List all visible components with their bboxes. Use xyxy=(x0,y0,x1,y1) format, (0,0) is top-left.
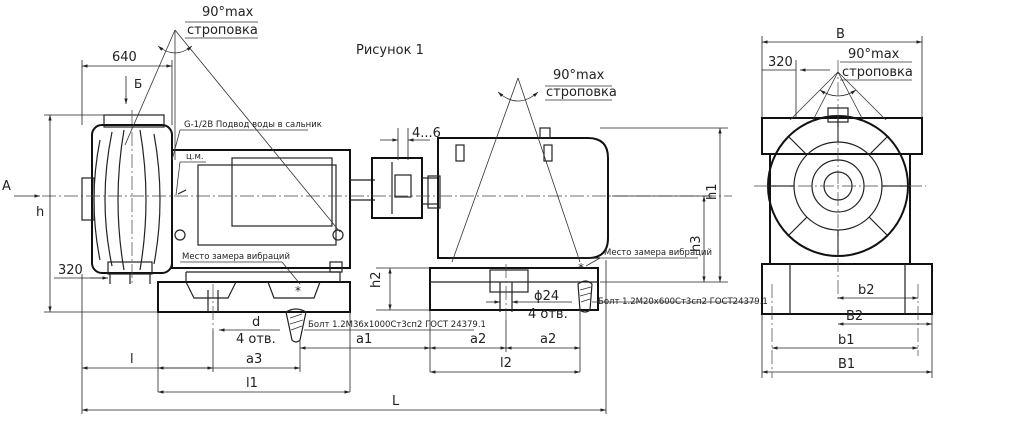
dim-640: 640 Б xyxy=(81,50,173,125)
side-sling-label: строповка xyxy=(842,65,913,80)
pump-sling-angle: 90°max xyxy=(202,5,254,20)
holes-left-label: 4 отв. xyxy=(236,332,276,347)
side-view: 90°max строповка B 320 b2 B2 xyxy=(754,27,933,378)
motor-sling-label: строповка xyxy=(546,85,617,100)
dim-a1-label: a1 xyxy=(356,332,372,347)
hole-d-label: d xyxy=(252,315,260,330)
dim-h3-label: h3 xyxy=(689,235,704,252)
bolt-left-label: Болт 1.2М36х1000Ст3сп2 ГОСТ 24379.1 xyxy=(308,320,486,330)
pump-sling: 90°max строповка xyxy=(124,5,341,233)
motor xyxy=(427,127,609,320)
dim-l-label: l xyxy=(130,352,134,367)
svg-text:*: * xyxy=(578,261,584,275)
section-mark: Б xyxy=(134,77,142,91)
dim-a2-right-label: a2 xyxy=(540,332,556,347)
dim-h: h xyxy=(36,114,158,313)
vibration-point-left: Место замера вибраций * xyxy=(180,252,301,298)
dim-B-label: B xyxy=(836,27,845,42)
coupling xyxy=(371,157,438,219)
pump-sling-label: строповка xyxy=(187,23,258,38)
bolt-right-label: Болт 1.2М20х600Ст3сп2 ГОСТ24379.1 xyxy=(598,297,768,307)
mark-label: ц.м. xyxy=(186,152,204,162)
vibration-left-label: Место замера вибраций xyxy=(182,252,290,262)
dim-320-left-label: 320 xyxy=(58,263,83,278)
figure-title: Рисунок 1 xyxy=(356,43,424,58)
hole-diameter-label: ϕ24 xyxy=(534,289,559,304)
bearing-frame xyxy=(157,149,375,330)
dim-b1: b1 xyxy=(772,333,918,350)
holes-left: d 4 отв. xyxy=(219,315,280,347)
dim-320-side-label: 320 xyxy=(768,55,793,70)
dim-B1: B1 xyxy=(761,314,933,378)
holes-right-label: 4 отв. xyxy=(528,307,568,322)
dim-h-label: h xyxy=(36,205,44,220)
dim-b2: b2 xyxy=(838,283,918,300)
dim-b1-label: b1 xyxy=(838,333,855,348)
dim-B2-label: B2 xyxy=(846,309,863,324)
dim-h3: h3 xyxy=(612,195,712,282)
dim-a3-label: a3 xyxy=(246,352,262,367)
dim-coupling-gap: 4...6 xyxy=(380,126,441,160)
bottom-dims: l a3 l1 a1 a2 a2 l2 L xyxy=(81,260,607,414)
dim-B: B xyxy=(761,27,923,118)
dim-L-label: L xyxy=(392,394,400,409)
side-sling: 90°max строповка xyxy=(789,47,913,123)
dim-l1-label: l1 xyxy=(246,376,258,391)
front-view: Рисунок 1 xyxy=(2,5,768,414)
dim-a2-left-label: a2 xyxy=(470,332,486,347)
side-pump-body xyxy=(754,60,933,378)
vibration-point-right: Место замера вибраций * xyxy=(578,248,712,275)
dim-h1-label: h1 xyxy=(705,183,720,200)
water-port-label: G-1/2B Подвод воды в сальник xyxy=(184,120,322,130)
dim-l2-label: l2 xyxy=(500,356,512,371)
side-sling-angle: 90°max xyxy=(848,47,900,62)
bolt-left: Болт 1.2М36х1000Ст3сп2 ГОСТ 24379.1 xyxy=(285,308,486,343)
dim-h2: h2 xyxy=(369,267,430,311)
coupling-gap-label: 4...6 xyxy=(412,126,441,141)
holes-right: ϕ24 4 отв. xyxy=(486,289,572,322)
bolt-right: Болт 1.2М20х600Ст3сп2 ГОСТ24379.1 xyxy=(577,280,768,313)
dim-h1: h1 xyxy=(600,127,728,283)
dim-b2-label: b2 xyxy=(858,283,875,298)
motor-sling: 90°max строповка xyxy=(451,68,617,263)
dim-640-label: 640 xyxy=(112,50,137,65)
dim-320-left: 320 xyxy=(54,263,108,280)
dim-h2-label: h2 xyxy=(369,271,384,288)
view-a: A xyxy=(2,179,40,198)
view-a-label: A xyxy=(2,179,11,194)
motor-sling-angle: 90°max xyxy=(553,68,605,83)
dim-B1-label: B1 xyxy=(838,357,855,372)
svg-text:*: * xyxy=(295,284,301,298)
dim-320-side: 320 xyxy=(762,55,830,118)
dim-B2: B2 xyxy=(838,309,933,332)
water-port-callout: G-1/2B Подвод воды в сальник ц.м. xyxy=(171,120,322,196)
vibration-right-label: Место замера вибраций xyxy=(604,248,712,258)
